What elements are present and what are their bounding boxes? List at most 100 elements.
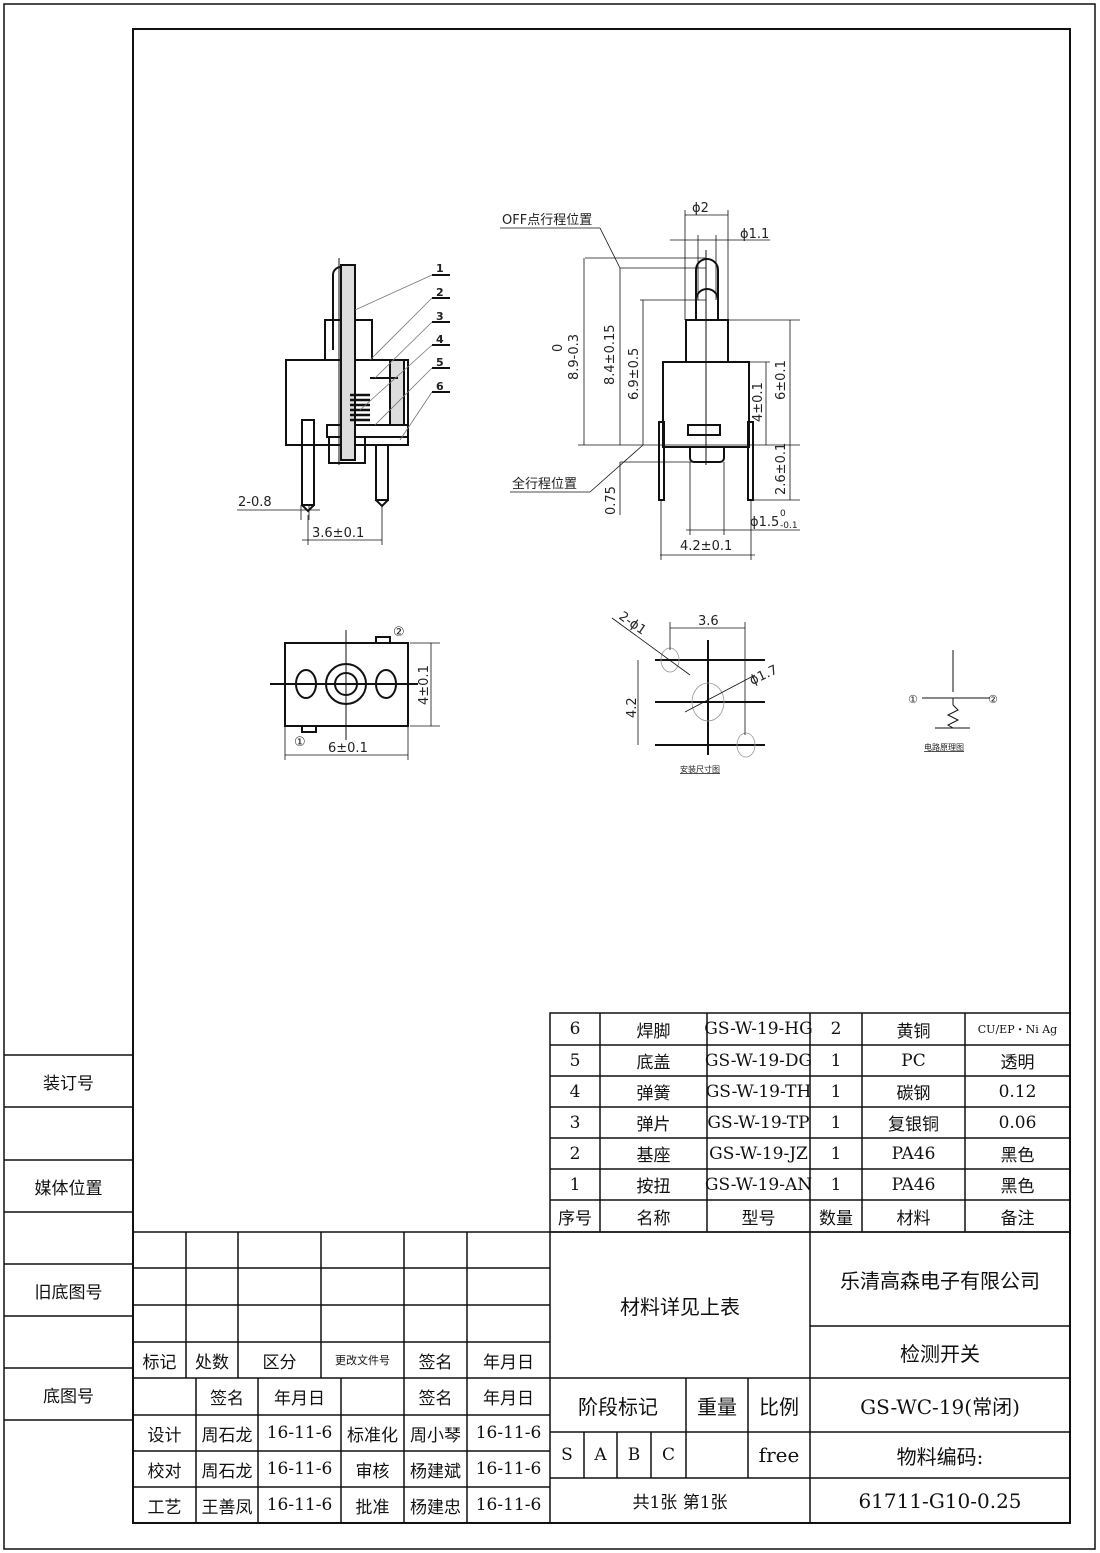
circuit-terminal-1: ① [908,693,918,706]
signature-cell: 16-11-6 [475,1495,542,1515]
terminal-1-label: ① [294,735,306,750]
circuit-symbol [922,650,990,729]
parts-cell-qty: 1 [830,1081,842,1102]
callout-3: 3 [436,310,444,323]
parts-cell-name: 焊脚 [636,1021,671,1042]
callout-6: 6 [436,380,444,393]
callout-4: 4 [436,333,444,346]
signature-cell: 周石龙 [201,1461,253,1482]
parts-cell-remark: 0.12 [998,1081,1037,1102]
company-name: 乐清高森电子有限公司 [840,1268,1040,1293]
signature-cell: 校对 [147,1461,182,1482]
mount-caption: 安装尺寸图 [680,764,720,774]
parts-cell-material: 黄铜 [896,1021,931,1042]
dim-phi15: ϕ1.5 [750,515,779,530]
signature-cell: 周石龙 [201,1425,253,1446]
dim-phi15-tol-low: -0.1 [780,521,798,531]
parts-cell-qty: 1 [830,1050,842,1071]
signature-header [133,1378,196,1415]
circuit-terminal-2: ② [988,693,998,706]
dim-bottom-h: 4±0.1 [417,665,432,705]
revision-header: 年月日 [483,1352,534,1373]
dim-bottom-w: 6±0.1 [328,741,368,756]
parts-cell-no: 1 [569,1174,581,1195]
dim-m36: 3.6 [698,614,719,629]
parts-cell-name: 底盖 [636,1053,671,1073]
parts-header-qty: 数量 [819,1208,853,1229]
parts-header-material: 材料 [896,1208,931,1229]
parts-cell-no: 3 [569,1112,581,1133]
parts-cell-remark: 黑色 [1000,1146,1035,1166]
callout-5: 5 [436,356,444,369]
parts-cell-material: PA46 [891,1143,936,1164]
parts-cell-model: GS-W-19-TP [707,1112,810,1133]
dim-w42: 4.2±0.1 [680,539,732,554]
dim-h69: 6.9±0.5 [627,348,642,400]
front-view [658,250,754,501]
parts-header-remark: 备注 [1000,1208,1035,1229]
dim-holes: 2-ϕ1 [616,609,649,638]
dim-phi2: ϕ2 [692,201,709,216]
parts-cell-qty: 2 [830,1019,842,1039]
signature-cell: 杨建忠 [410,1497,461,1518]
parts-cell-material: 复银铜 [888,1115,939,1135]
signature-cell: 工艺 [147,1497,182,1518]
parts-cell-model: GS-W-19-JZ [709,1143,808,1164]
parts-cell-name: 按扭 [636,1177,671,1197]
parts-cell-name: 基座 [636,1146,671,1166]
signature-cell: 16-11-6 [475,1423,542,1443]
revision-header: 区分 [262,1352,297,1373]
parts-cell-remark: CU/EP・Ni Ag [977,1023,1058,1036]
off-position-label: OFF点行程位置 [502,213,592,228]
signature-cell: 王善凤 [201,1497,253,1518]
stage-c: C [661,1445,675,1465]
stage-s: S [561,1445,573,1465]
parts-cell-model: GS-W-19-AN [704,1174,813,1195]
product-name: 检测开关 [900,1341,980,1366]
parts-cell-qty: 1 [830,1112,842,1133]
section-view [285,258,409,513]
parts-cell-model: GS-W-19-HG [704,1019,813,1039]
scale-value: free [758,1443,800,1467]
parts-cell-name: 弹片 [636,1115,671,1135]
signature-cell: 16-11-6 [266,1459,333,1479]
parts-cell-remark: 0.06 [998,1112,1037,1133]
weight-label: 重量 [697,1394,737,1419]
callout-2: 2 [436,286,444,299]
parts-cell-qty: 1 [830,1174,842,1195]
stage-a: A [594,1445,607,1465]
signature-header: 年月日 [274,1389,325,1409]
side-label-base: 底图号 [43,1386,94,1407]
mounting-diagram [611,617,765,758]
parts-cell-no: 2 [569,1143,581,1164]
signature-cell: 16-11-6 [475,1459,542,1479]
dim-h4: 4±0.1 [751,382,766,422]
dim-phi15-tol-up: 0 [780,509,786,519]
parts-header-name: 名称 [636,1208,671,1229]
dim-h89-tol: 0 [551,344,566,352]
signature-cell: 16-11-6 [266,1423,333,1443]
signature-cell: 杨建斌 [410,1461,461,1482]
callout-1: 1 [436,262,444,275]
dim-pin-dia: 2-0.8 [238,495,272,510]
parts-header-model: 型号 [741,1208,776,1229]
parts-cell-name: 弹簧 [636,1084,671,1104]
signature-header: 年月日 [483,1389,534,1409]
parts-cell-material: PC [901,1050,926,1071]
full-position-label: 全行程位置 [512,476,577,492]
stage-label: 阶段标记 [578,1394,658,1419]
material-note: 材料详见上表 [620,1294,740,1319]
dim-h84: 8.4±0.15 [603,324,618,385]
signature-cell: 审核 [355,1461,390,1482]
model-number: GS-WC-19(常闭) [860,1394,1020,1419]
dim-h26: 2.6±0.1 [774,443,789,495]
dim-h89: 8.9-0.3 [567,334,582,380]
bottom-view [270,630,418,740]
signature-cell: 批准 [355,1497,390,1518]
dim-phi1-1: ϕ1.1 [740,227,769,242]
signature-cell: 标准化 [347,1425,398,1446]
sheet-count: 共1张 第1张 [632,1493,728,1513]
material-code: 61711-G10-0.25 [858,1488,1022,1513]
